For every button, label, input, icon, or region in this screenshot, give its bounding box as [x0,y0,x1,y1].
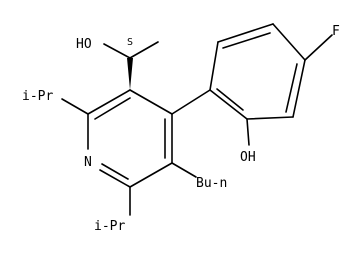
butyl-label: Bu-n [196,176,227,191]
isopropyl-upper-label: i-Pr [22,89,53,104]
biaryl-bond [171,89,211,115]
phenol-oh-bond [246,118,250,146]
phenol-oh-label: OH [240,150,256,165]
ring-nitrogen-label: N [84,155,92,170]
hydroxyethyl-group [103,41,159,90]
fluorine-label: F [332,24,340,39]
pyridine-ring [87,89,173,188]
stereo-descriptor-label: S [127,37,133,48]
hydroxyl-top-label: HO [76,37,92,52]
butyl-bond [171,162,197,178]
fluorine-bond [304,34,333,61]
phenyl-ring [209,23,306,120]
isopropyl-lower-label: i-Pr [94,219,125,234]
isopropyl-upper-bond [61,98,89,115]
